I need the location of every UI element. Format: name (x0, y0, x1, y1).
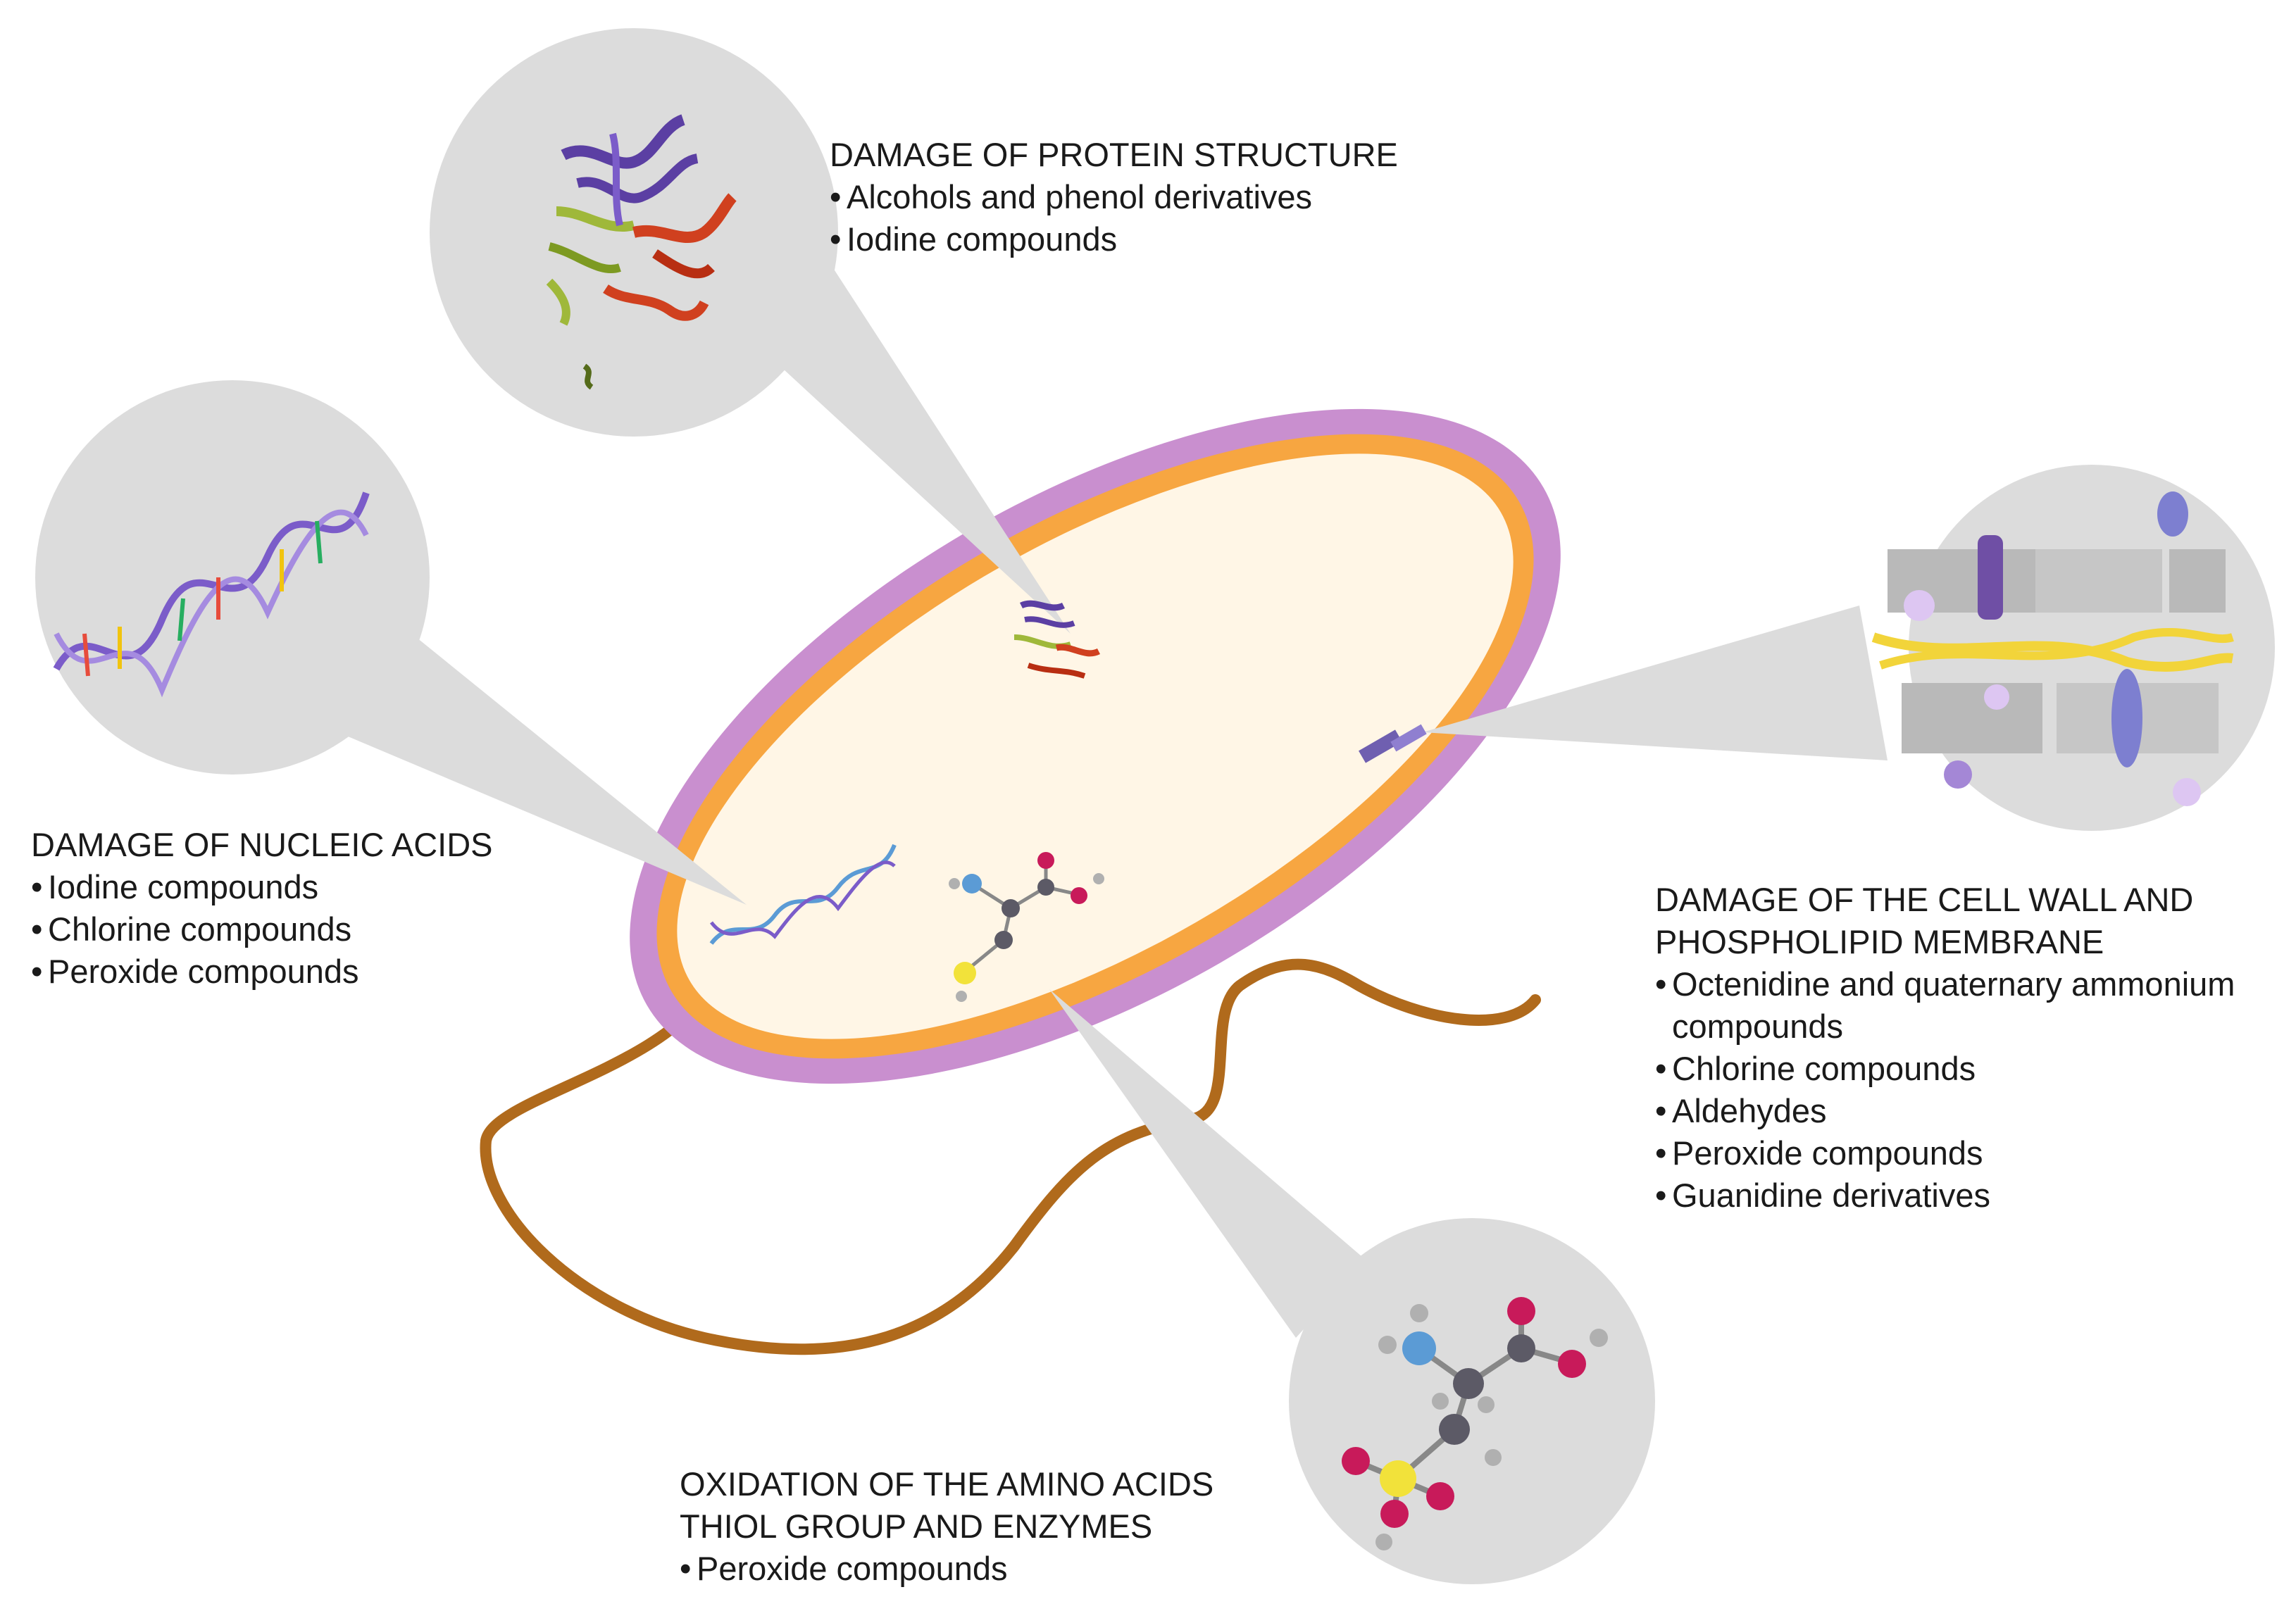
hydrogen-atom (1485, 1449, 1502, 1466)
amino-oxidation-heading-line1: OXIDATION OF THE AMINO ACIDS (680, 1465, 1214, 1503)
callout-nucleic-wedge (338, 620, 747, 905)
amino-oxidation-label: OXIDATION OF THE AMINO ACIDS THIOL GROUP… (680, 1463, 1213, 1590)
hydrogen-atom (1478, 1396, 1495, 1413)
list-item: Iodine compounds (31, 866, 493, 908)
carbon-atom (1439, 1414, 1470, 1445)
flagellum (480, 958, 1541, 1355)
protein-damage-heading: DAMAGE OF PROTEIN STRUCTURE (830, 136, 1398, 173)
nitrogen-atom (1402, 1331, 1436, 1365)
oxygen-atom (1342, 1447, 1370, 1475)
list-item: Iodine compounds (830, 218, 1398, 261)
list-item: Alcohols and phenol derivatives (830, 176, 1398, 218)
oxygen-atom (1380, 1500, 1409, 1528)
amino-acid-molecule-icon (1342, 1297, 1608, 1550)
protein-damage-label: DAMAGE OF PROTEIN STRUCTURE Alcohols and… (830, 134, 1398, 261)
list-item: Guanidine derivatives (1655, 1174, 2275, 1217)
oxygen-atom (1426, 1482, 1454, 1510)
list-item: Chlorine compounds (31, 908, 493, 951)
carbon-atom (1507, 1334, 1535, 1362)
callout-amino-wedge (1049, 989, 1366, 1338)
protein-structure-icon (546, 114, 737, 390)
amino-acid-in-cell-icon (949, 852, 1104, 1002)
nucleic-damage-heading: DAMAGE OF NUCLEIC ACIDS (31, 826, 493, 863)
cellwall-damage-heading-line1: DAMAGE OF THE CELL WALL AND (1655, 881, 2194, 918)
hydrogen-atom (1432, 1393, 1449, 1410)
nucleic-agent-list: Iodine compounds Chlorine compounds Pero… (31, 866, 493, 993)
sulfur-atom (1380, 1460, 1416, 1497)
hydrogen-atom (1375, 1534, 1392, 1550)
list-item: Peroxide compounds (680, 1548, 1213, 1590)
protein-agent-list: Alcohols and phenol derivatives Iodine c… (830, 176, 1398, 261)
amino-oxidation-heading-line2: THIOL GROUP AND ENZYMES (680, 1507, 1153, 1545)
dna-helix-icon (53, 491, 370, 698)
cellwall-damage-heading-line2: PHOSPHOLIPID MEMBRANE (1655, 923, 2104, 960)
oxygen-atom (1507, 1297, 1535, 1325)
cellwall-agent-list: Octenidine and quaternary ammonium compo… (1655, 963, 2275, 1217)
protein-in-cell-icon (1013, 600, 1101, 679)
list-item: Octenidine and quaternary ammonium compo… (1655, 963, 2275, 1048)
oxygen-atom (1558, 1350, 1586, 1378)
list-item: Peroxide compounds (1655, 1132, 2275, 1174)
list-item: Aldehydes (1655, 1090, 2275, 1132)
carbon-atom (1453, 1368, 1484, 1399)
callout-membrane-wedge (1423, 606, 1888, 760)
hydrogen-atom (1378, 1336, 1397, 1354)
bacterium-cell (630, 408, 1561, 1084)
membrane-patch-icon (1359, 724, 1427, 763)
nucleic-damage-label: DAMAGE OF NUCLEIC ACIDS Iodine compounds… (31, 824, 493, 993)
amino-agent-list: Peroxide compounds (680, 1548, 1213, 1590)
cytoplasm (677, 453, 1514, 1039)
dna-in-cell-icon (709, 844, 897, 945)
membrane-detail-icon (1871, 491, 2234, 806)
hydrogen-atom (1410, 1304, 1428, 1322)
cellwall-damage-label: DAMAGE OF THE CELL WALL AND PHOSPHOLIPID… (1655, 879, 2275, 1217)
callout-amino-circle (1289, 1218, 1655, 1584)
list-item: Peroxide compounds (31, 951, 493, 993)
list-item: Chlorine compounds (1655, 1048, 2275, 1090)
hydrogen-atom (1590, 1329, 1608, 1347)
